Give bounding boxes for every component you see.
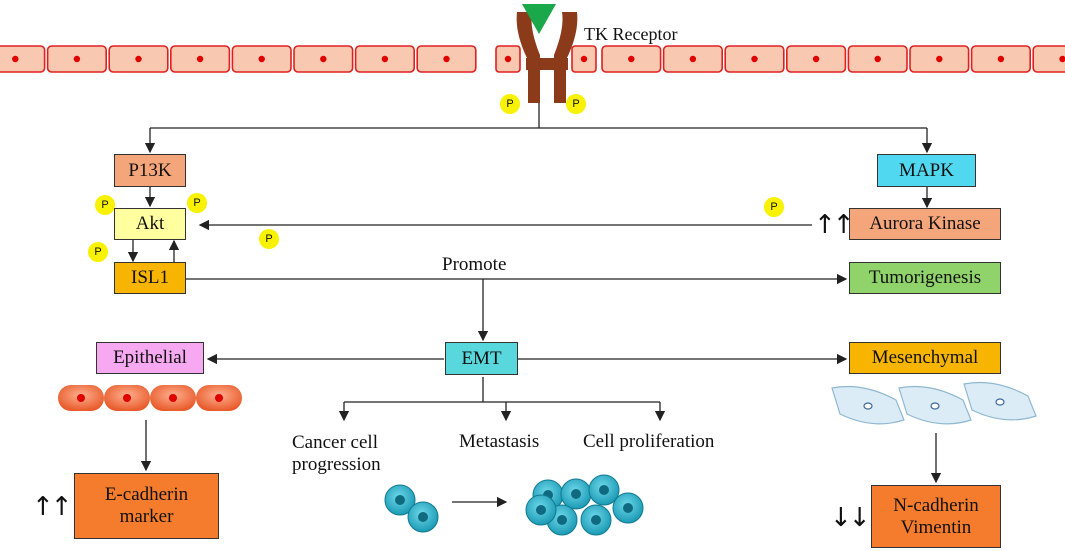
membrane-cell xyxy=(170,45,231,73)
receptor-label: TK Receptor xyxy=(584,24,678,44)
phospho-badge: P xyxy=(566,94,586,114)
membrane-cell xyxy=(571,45,597,73)
cancer-progression-label: Cancer cell progression xyxy=(292,432,381,476)
ncadherin-line2: Vimentin xyxy=(900,516,972,538)
cancer-cell-icon xyxy=(588,474,620,506)
membrane-cell xyxy=(231,45,292,73)
node-ecadherin-marker: E-cadherin marker xyxy=(74,473,219,539)
promote-label: Promote xyxy=(442,254,507,275)
metastasis-label: Metastasis xyxy=(459,431,540,452)
epithelial-cell-icon xyxy=(150,385,196,411)
pathway-connectors xyxy=(127,103,942,508)
phospho-badge: P xyxy=(187,193,207,213)
cancer-cell-icon xyxy=(612,492,644,524)
mesenchymal-cell-icon xyxy=(831,385,905,425)
cancer-cell-icon xyxy=(384,484,416,516)
node-ncadherin-vimentin: N-cadherin Vimentin xyxy=(871,485,1001,548)
membrane-cell xyxy=(354,45,416,73)
mesenchymal-cells xyxy=(831,381,1037,425)
ecadherin-up-indicator: ↑↑ xyxy=(32,492,73,522)
membrane-cell xyxy=(970,45,1031,73)
phospho-badge: P xyxy=(259,229,279,249)
node-mapk: MAPK xyxy=(877,154,976,187)
epithelial-cell-icon xyxy=(58,385,104,411)
node-akt: Akt xyxy=(114,208,186,240)
phospho-badge: P xyxy=(88,242,108,262)
ncadherin-down-indicator: ↓↓ xyxy=(830,503,871,533)
cancer-cell-icon xyxy=(525,494,557,526)
membrane-cell xyxy=(0,45,46,73)
cancer-cell-icon xyxy=(560,478,592,510)
membrane-cell xyxy=(662,45,723,73)
ligand-icon xyxy=(522,4,556,34)
membrane-cell xyxy=(108,45,169,73)
membrane-cell xyxy=(1032,45,1065,73)
epithelial-cell-icon xyxy=(104,385,150,411)
membrane-cell xyxy=(416,45,477,73)
membrane-cell xyxy=(785,45,847,73)
membrane-cell xyxy=(601,45,662,73)
membrane-cell xyxy=(495,45,521,73)
ncadherin-line1: N-cadherin xyxy=(893,494,979,516)
membrane-cell xyxy=(293,45,354,73)
node-isl1: ISL1 xyxy=(114,262,186,294)
cancer-cell-icon xyxy=(580,504,612,536)
phospho-badge: P xyxy=(95,195,115,215)
mesenchymal-cell-icon xyxy=(963,381,1037,421)
ecadherin-line2: marker xyxy=(119,506,174,527)
phospho-badge: P xyxy=(500,94,520,114)
epithelial-cell-icon xyxy=(196,385,242,411)
membrane-cell xyxy=(847,45,908,73)
cancer-progression-line1: Cancer cell xyxy=(292,432,378,453)
aurora-up-indicator: ↑↑ xyxy=(814,210,855,240)
ecadherin-line1: E-cadherin xyxy=(104,484,189,505)
membrane-cell xyxy=(724,45,785,73)
cancer-progression-line2: progression xyxy=(292,454,381,475)
membrane-cell xyxy=(909,45,970,73)
epithelial-cells xyxy=(58,385,242,411)
cancer-cell-icon xyxy=(407,501,439,533)
node-emt: EMT xyxy=(445,342,518,375)
node-pi3k: P13K xyxy=(114,154,186,187)
mesenchymal-cell-icon xyxy=(898,385,972,425)
proliferation-label: Cell proliferation xyxy=(583,431,715,452)
node-epithelial: Epithelial xyxy=(96,342,204,374)
phospho-badge: P xyxy=(764,197,784,217)
cancer-cells xyxy=(384,474,644,536)
node-mesenchymal: Mesenchymal xyxy=(849,342,1001,374)
tk-receptor-icon xyxy=(516,12,578,103)
cell-membrane xyxy=(0,45,1065,73)
node-aurora-kinase: Aurora Kinase xyxy=(849,208,1001,240)
membrane-cell xyxy=(46,45,107,73)
node-tumorigenesis: Tumorigenesis xyxy=(849,262,1001,294)
